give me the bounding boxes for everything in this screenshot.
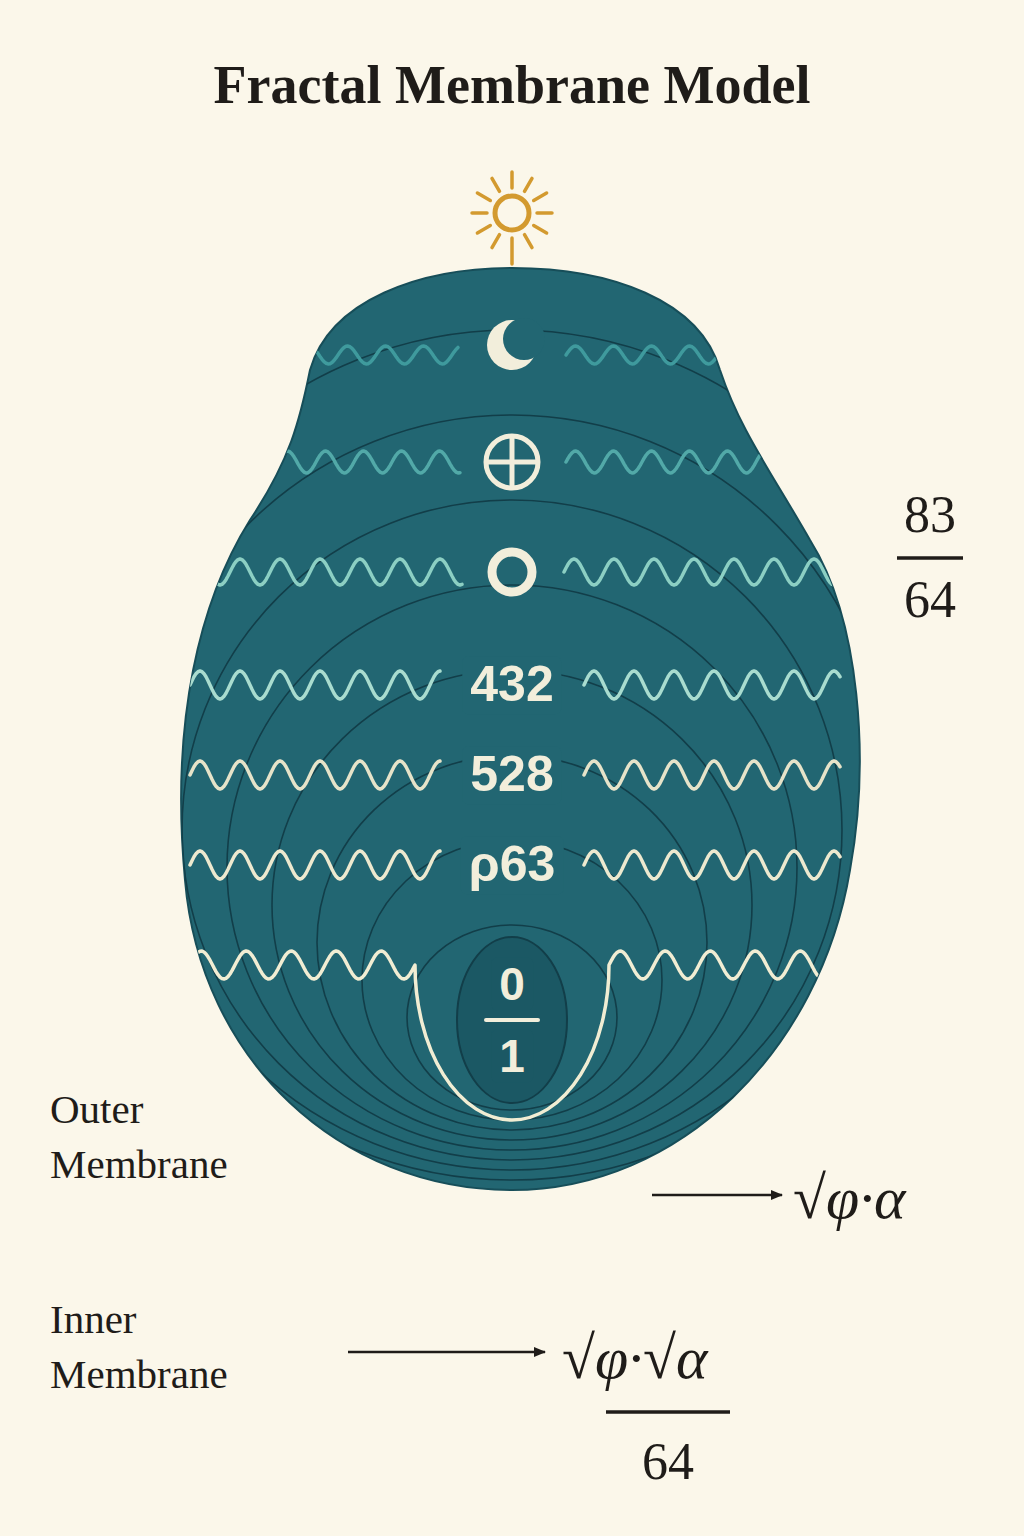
sun-symbol — [472, 172, 552, 264]
ring-symbol — [492, 552, 532, 592]
membrane-contour — [92, 330, 932, 1180]
diagram-title: Fractal Membrane Model — [0, 54, 1024, 116]
fraction-bar — [606, 1410, 730, 1414]
membrane-body: 432528ρ6301 — [180, 262, 875, 1197]
fraction-bar — [486, 1018, 538, 1022]
sound-wave — [566, 346, 720, 364]
sound-wave — [190, 559, 462, 585]
membrane-contour — [182, 500, 842, 1160]
core-outline — [457, 937, 567, 1103]
sound-wave — [300, 346, 458, 364]
sound-wave — [190, 761, 440, 789]
membrane-label: Outer Membrane — [50, 1082, 280, 1193]
earth-symbol — [486, 436, 538, 488]
sound-wave — [566, 451, 780, 473]
fraction-numerator: 0 — [491, 958, 533, 1011]
membrane-contour — [137, 415, 887, 1170]
frequency-number: 528 — [462, 746, 561, 804]
sun-rays — [472, 172, 552, 264]
sound-wave — [190, 671, 440, 699]
membrane-contour — [272, 670, 752, 1140]
sound-wave — [584, 671, 840, 699]
fraction-denominator: 64 — [904, 570, 956, 630]
pointer-arrow — [348, 1351, 545, 1354]
membrane-outline — [181, 268, 860, 1190]
fraction-denominator: 1 — [491, 1030, 533, 1083]
membrane-contour — [407, 925, 617, 1110]
membrane-layers — [92, 330, 932, 1180]
formula-denominator: 64 — [642, 1432, 694, 1492]
sun-disc — [495, 196, 529, 230]
membrane-contour — [227, 585, 797, 1150]
sound-wave — [584, 851, 840, 879]
symbols — [486, 318, 545, 592]
formula: √φ·α — [793, 1164, 906, 1233]
inner-core-oval: 01 — [455, 935, 569, 1105]
fraction-bar — [897, 556, 963, 560]
formula: √φ·√α — [562, 1324, 708, 1393]
pointer-arrow — [652, 1194, 782, 1197]
fraction-numerator: 83 — [904, 485, 956, 545]
sound-wave — [240, 451, 460, 473]
frequency-code: ρ63 — [461, 836, 564, 894]
membrane-contour — [317, 755, 707, 1130]
sound-wave — [190, 851, 440, 879]
sound-wave — [564, 559, 840, 585]
membrane-drawing — [92, 268, 932, 1190]
moon-shadow — [503, 318, 545, 360]
sound-wave — [584, 761, 840, 789]
membrane-label: Inner Membrane — [50, 1292, 280, 1403]
frequency-number: 432 — [462, 656, 561, 714]
